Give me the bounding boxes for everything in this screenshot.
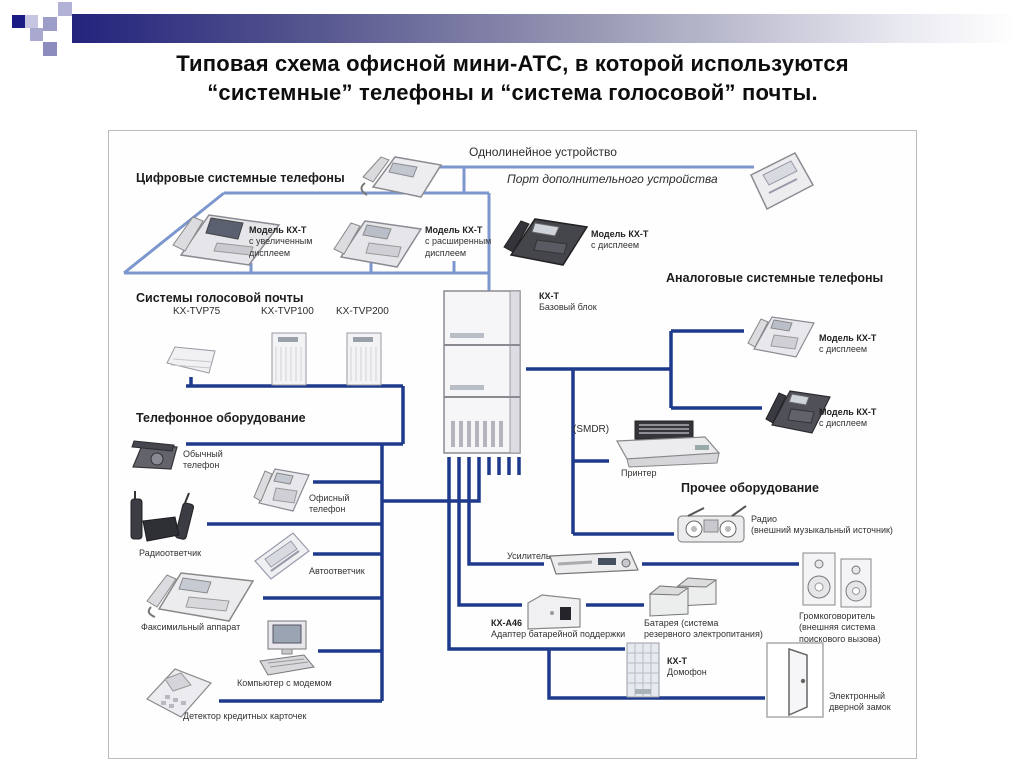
label-amplifier: Усилитель [507, 551, 551, 561]
tvp100-icon [271, 332, 307, 386]
digital-phone-expanded-icon [333, 220, 423, 268]
label-analog2: Модель КХ-Т с дисплеем [819, 407, 877, 429]
header-equipment: Телефонное оборудование [136, 411, 306, 425]
deco-square [25, 15, 38, 28]
fax-icon [146, 572, 255, 622]
label-battery: Батарея (система резервного электропитан… [644, 618, 763, 640]
deco-square [30, 28, 43, 41]
label-speaker: Громкоговоритель (внешняя система поиско… [799, 611, 881, 644]
radio-boombox-icon [677, 505, 747, 543]
analog-phone2-icon [765, 390, 831, 434]
label-domofon: КХ-Т Домофон [667, 656, 707, 678]
speakers-icon [802, 552, 872, 608]
label-kxt-display: Модель КХ-Т с дисплеем [591, 229, 649, 251]
label-computer: Компьютер с модемом [237, 678, 332, 688]
slide-title-line1: Типовая схема офисной мини-АТС, в которо… [176, 51, 849, 76]
office-phone-icon [253, 468, 310, 512]
pbx-diagram: Цифровые системные телефоны Системы голо… [108, 130, 917, 759]
label-kxt-enlarged: Модель КХ-Т с увеличенным дисплеем [249, 225, 313, 258]
battery-icon [648, 577, 718, 617]
tvp200-icon [346, 332, 382, 386]
label-analog1: Модель КХ-Т с дисплеем [819, 333, 877, 355]
printer-icon [616, 420, 721, 468]
label-tvp100: KX-TVP100 [261, 306, 314, 317]
label-kxa46: КХ-А46 Адаптер батарейной поддержки [491, 618, 626, 640]
label-card-detector: Детектор кредитных карточек [183, 711, 307, 721]
digital-phone-enlarged-icon [172, 214, 281, 266]
computer-icon [259, 620, 315, 676]
answering-machine-icon [254, 532, 310, 580]
door-lock-icon [766, 642, 824, 718]
analog-phone1-icon [747, 316, 815, 358]
header-other: Прочее оборудование [681, 481, 819, 495]
label-fax: Факсимильный аппарат [141, 622, 241, 632]
card-detector-icon [146, 668, 213, 718]
digital-phone-display-icon [503, 218, 589, 266]
label-printer: Принтер [621, 468, 657, 478]
battery-adapter-icon [527, 594, 581, 630]
tvp75-icon [166, 346, 216, 374]
label-radio: Радио (внешний музыкальный источник) [751, 514, 893, 536]
label-single-line-device: Однолинейное устройство [469, 145, 617, 159]
deco-square [12, 15, 25, 28]
cordless-phones-icon [130, 491, 195, 542]
deco-square [43, 17, 57, 31]
deco-square [43, 42, 57, 56]
label-tvp75: KX-TVP75 [173, 306, 221, 317]
amplifier-icon [549, 551, 639, 575]
title-gradient-bar [72, 14, 1015, 43]
base-unit-icon [443, 290, 521, 454]
answering-machine-top-icon [750, 152, 815, 211]
label-regular-phone: Обычный телефон [183, 449, 223, 471]
label-tvp200: KX-TVP200 [336, 306, 389, 317]
label-aux-device-port: Порт дополнительного устройства [507, 172, 718, 186]
fax-top-icon [360, 156, 443, 198]
header-analog-phones: Аналоговые системные телефоны [666, 271, 884, 285]
label-kxt-expanded: Модель КХ-Т с расширенным дисплеем [425, 225, 492, 258]
label-radio-answer: Радиоответчик [139, 548, 202, 558]
label-smdr: (SMDR) [573, 424, 610, 435]
label-answering-machine: Автоответчик [309, 566, 365, 576]
slide-title-line2: “системные” телефоны и “система голосово… [207, 79, 818, 105]
deco-square [58, 2, 72, 16]
domofon-icon [626, 642, 660, 698]
header-voicemail: Системы голосовой почты [136, 291, 304, 305]
label-office-phone: Офисный телефон [309, 493, 350, 515]
slide-title: Типовая схема офисной мини-АТС, в которо… [90, 50, 935, 107]
label-base-unit: КХ-Т Базовый блок [539, 291, 597, 313]
header-digital-phones: Цифровые системные телефоны [136, 171, 345, 185]
label-door-lock: Электронный дверной замок [829, 691, 891, 713]
regular-phone-icon [131, 440, 178, 470]
